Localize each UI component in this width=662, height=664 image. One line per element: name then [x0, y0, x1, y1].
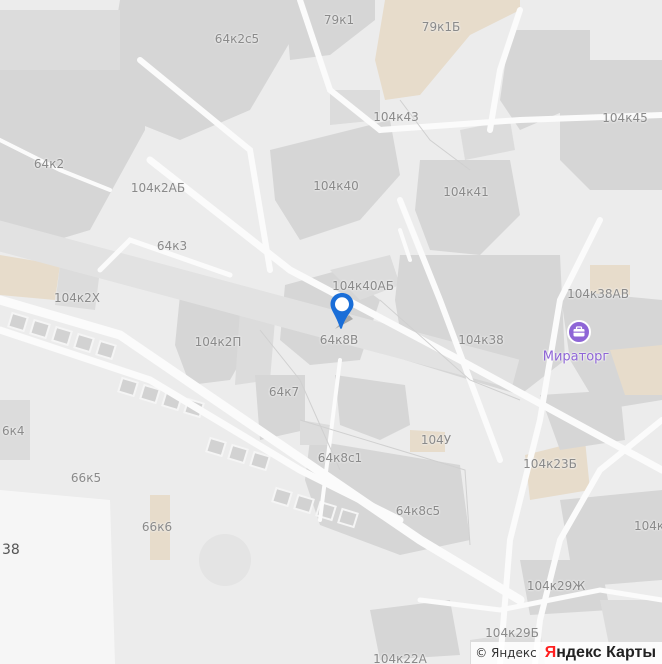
building-label: 79к1Б: [421, 20, 461, 34]
railway: [0, 214, 520, 389]
building-label: 104к41: [443, 185, 489, 199]
copyright-text[interactable]: © Яндекс: [475, 646, 537, 660]
building-label: 104к29Ж: [526, 579, 586, 593]
building-label: 104к29Б: [485, 626, 539, 640]
brand-letter: Я: [544, 644, 557, 661]
building-label: 66к5: [70, 471, 102, 485]
building-label: 64к2: [33, 157, 65, 171]
building-label: 104к38АВ: [567, 287, 629, 301]
building-label: 66к6: [141, 520, 173, 534]
building-label: 64к8В: [319, 333, 359, 347]
building-label: 104к23Б: [523, 457, 577, 471]
building-label: 104к22А: [373, 652, 427, 664]
building-label: 79к1: [323, 13, 355, 27]
map-attribution: © Яндекс Яндекс Карты: [471, 642, 662, 664]
building-label: 104к43: [373, 110, 419, 124]
building-label: 6к4: [2, 424, 25, 438]
poi-label[interactable]: Мираторг: [542, 349, 610, 365]
building-label: 104к40: [313, 179, 359, 193]
building-label: 104к45: [602, 111, 648, 125]
building-label: 64к7: [268, 385, 300, 399]
building-label: 104к: [634, 519, 662, 533]
briefcase-icon[interactable]: [567, 320, 591, 344]
brand-text: ндекс Карты: [556, 644, 656, 661]
building-label: 64к8с5: [395, 504, 441, 518]
building-label: 104У: [420, 433, 452, 447]
building-label: 104к2АБ: [130, 181, 186, 195]
location-pin-icon[interactable]: [329, 292, 355, 332]
building-label: 104к2Х: [53, 291, 101, 305]
building-label: 104к38: [458, 333, 504, 347]
building-label: 64к3: [156, 239, 188, 253]
building-label: 104к40АБ: [332, 279, 394, 293]
building-label: 64к2с5: [214, 32, 260, 46]
building-label: 64к8с1: [317, 451, 363, 465]
building-label: 104к2П: [194, 335, 242, 349]
yandex-maps-logo[interactable]: Яндекс Карты: [545, 644, 656, 662]
building-label: 38: [2, 542, 20, 558]
